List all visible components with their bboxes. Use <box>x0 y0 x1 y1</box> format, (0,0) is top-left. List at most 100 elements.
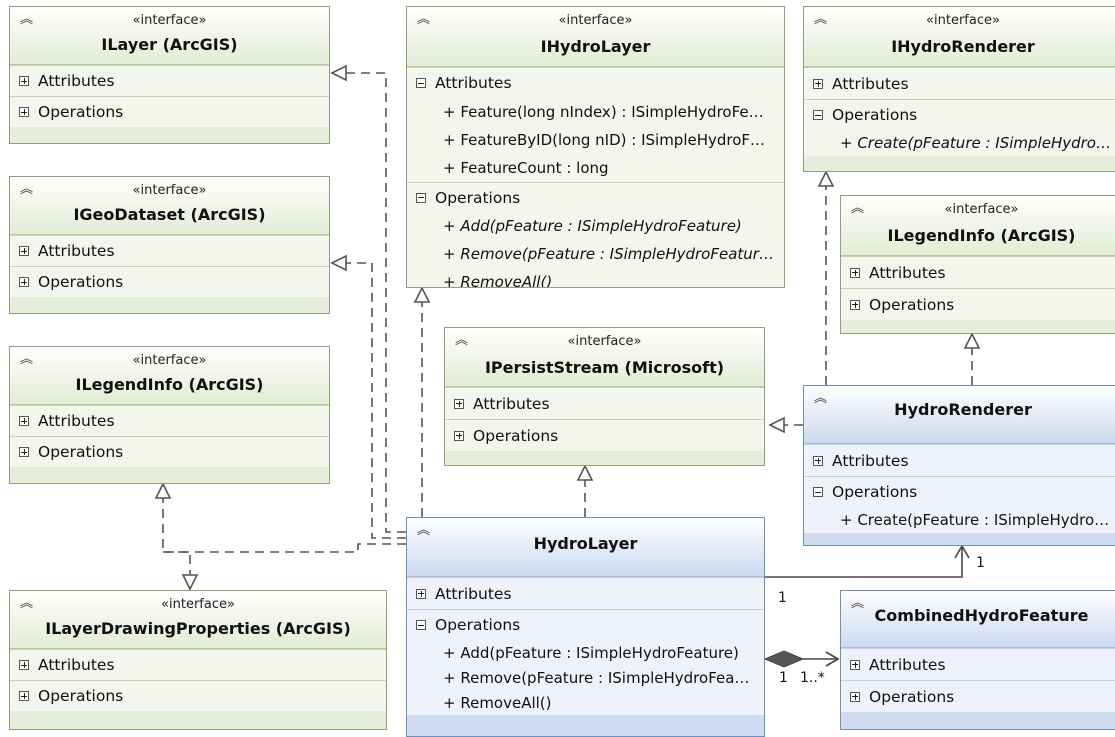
expand-icon[interactable] <box>19 691 29 701</box>
ilayerdrawing-class-box[interactable]: ︽ «interface» ILayerDrawingProperties (A… <box>9 590 387 730</box>
ihydrorenderer-class-box[interactable]: ︽ «interface» IHydroRenderer Attributes … <box>803 6 1115 172</box>
operation-removeall[interactable]: + RemoveAll() <box>443 693 552 712</box>
stereotype-label: «interface» <box>132 183 207 198</box>
operation-create[interactable]: + Create(pFeature : ISimpleHydro… <box>840 134 1111 152</box>
collapse-icon[interactable] <box>813 110 823 120</box>
operations-compartment[interactable]: Operations <box>841 680 1115 712</box>
association-layer-renderer <box>765 548 963 578</box>
attributes-compartment[interactable]: Attributes <box>10 405 329 436</box>
collapse-chevron-icon[interactable]: ︽ <box>814 391 828 406</box>
igeodataset-class-box[interactable]: ︽ «interface» IGeoDataset (ArcGIS) Attri… <box>9 176 330 314</box>
compartment-label: Operations <box>473 426 559 445</box>
collapse-chevron-icon[interactable]: ︽ <box>20 182 34 197</box>
stereotype-label: «interface» <box>944 202 1019 217</box>
expand-icon[interactable] <box>19 107 29 117</box>
operations-compartment[interactable]: Operations <box>10 266 329 297</box>
arrowhead-ilegendinfo-right <box>963 332 981 349</box>
operations-compartment[interactable]: Operations + Add(pFeature : ISimpleHydro… <box>407 609 764 715</box>
operation-add[interactable]: + Add(pFeature : ISimpleHydroFeature) <box>443 643 739 662</box>
attribute-featurebyid[interactable]: + FeatureByID(long nID) : ISimpleHydroF… <box>443 131 766 149</box>
attributes-compartment[interactable]: Attributes <box>445 387 764 419</box>
compartment-label: Operations <box>38 103 124 121</box>
collapse-chevron-icon[interactable]: ︽ <box>455 333 469 348</box>
class-title: ILayerDrawingProperties (ArcGIS) <box>45 619 351 638</box>
compartment-label: Attributes <box>473 394 550 413</box>
multiplicity-layer-end: 1 <box>778 590 787 606</box>
multiplicity-composition-source: 1 <box>779 670 788 686</box>
expand-icon[interactable] <box>19 447 29 457</box>
attribute-featurecount[interactable]: + FeatureCount : long <box>443 159 609 177</box>
class-header: ︽ «interface» ILayerDrawingProperties (A… <box>10 591 386 649</box>
hydrolayer-class-box[interactable]: ︽ HydroLayer Attributes Operations + Add… <box>406 517 765 737</box>
operation-removeall[interactable]: + RemoveAll() <box>443 273 553 288</box>
collapse-chevron-icon[interactable]: ︽ <box>20 596 34 611</box>
ilayer-class-box[interactable]: ︽ «interface» ILayer (ArcGIS) Attributes… <box>9 6 330 144</box>
expand-icon[interactable] <box>19 416 29 426</box>
attributes-compartment[interactable]: Attributes <box>804 444 1115 476</box>
expand-icon[interactable] <box>19 660 29 670</box>
arrowhead-igeodataset <box>330 254 347 272</box>
expand-icon[interactable] <box>850 691 860 702</box>
collapse-chevron-icon[interactable]: ︽ <box>20 12 34 27</box>
compartment-label: Attributes <box>38 412 115 430</box>
attributes-compartment[interactable]: Attributes <box>841 648 1115 680</box>
expand-icon[interactable] <box>19 76 29 86</box>
collapse-chevron-icon[interactable]: ︽ <box>851 201 865 216</box>
compartment-label: Operations <box>38 273 124 291</box>
operations-compartment[interactable]: Operations + Create(pFeature : ISimpleHy… <box>804 476 1115 533</box>
operations-compartment[interactable]: Operations <box>10 96 329 127</box>
attributes-compartment[interactable]: Attributes <box>10 649 386 680</box>
expand-icon[interactable] <box>813 78 823 89</box>
operation-add[interactable]: + Add(pFeature : ISimpleHydroFeature) <box>443 217 742 235</box>
expand-icon[interactable] <box>454 398 464 409</box>
ilegendinfo-right-class-box[interactable]: ︽ «interface» ILegendInfo (ArcGIS) Attri… <box>840 195 1115 334</box>
class-title: HydroRenderer <box>894 400 1032 419</box>
operations-compartment[interactable]: Operations <box>841 288 1115 320</box>
collapse-icon[interactable] <box>416 78 426 88</box>
compartment-label: Operations <box>869 295 955 314</box>
stereotype-label: «interface» <box>926 13 1000 28</box>
collapse-chevron-icon[interactable]: ︽ <box>20 352 34 367</box>
class-title: IGeoDataset (ArcGIS) <box>73 205 266 224</box>
operations-compartment[interactable]: Operations <box>10 680 386 711</box>
collapse-chevron-icon[interactable]: ︽ <box>851 596 865 611</box>
operations-compartment[interactable]: Operations + Add(pFeature : ISimpleHydro… <box>407 182 784 288</box>
expand-icon[interactable] <box>19 246 29 256</box>
attributes-compartment[interactable]: Attributes <box>10 65 329 96</box>
realization-to-igeodataset <box>346 262 406 539</box>
collapse-chevron-icon[interactable]: ︽ <box>417 523 431 538</box>
operation-remove[interactable]: + Remove(pFeature : ISimpleHydroFea… <box>443 668 750 687</box>
expand-icon[interactable] <box>19 277 29 287</box>
attributes-compartment[interactable]: Attributes <box>10 235 329 266</box>
attributes-compartment[interactable]: Attributes <box>407 577 764 609</box>
attributes-compartment[interactable]: Attributes + Feature(long nIndex) : ISim… <box>407 67 784 182</box>
combinedhydrofeature-class-box[interactable]: ︽ CombinedHydroFeature Attributes Operat… <box>840 590 1115 730</box>
operations-compartment[interactable]: Operations + Create(pFeature : ISimpleHy… <box>804 99 1115 156</box>
expand-icon[interactable] <box>850 659 860 670</box>
ipersiststream-class-box[interactable]: ︽ «interface» IPersistStream (Microsoft)… <box>444 327 765 466</box>
realization-to-ilayer <box>346 72 406 533</box>
attributes-compartment[interactable]: Attributes <box>804 67 1115 99</box>
expand-icon[interactable] <box>850 267 860 278</box>
collapse-icon[interactable] <box>813 487 823 497</box>
expand-icon[interactable] <box>416 588 426 599</box>
collapse-chevron-icon[interactable]: ︽ <box>417 12 431 27</box>
hydrorenderer-class-box[interactable]: ︽ HydroRenderer Attributes Operations + … <box>803 385 1115 546</box>
collapse-chevron-icon[interactable]: ︽ <box>814 12 828 27</box>
class-header: ︽ «interface» ILegendInfo (ArcGIS) <box>10 347 329 405</box>
operations-compartment[interactable]: Operations <box>445 419 764 451</box>
expand-icon[interactable] <box>850 299 860 310</box>
compartment-label: Operations <box>435 616 521 634</box>
expand-icon[interactable] <box>813 455 823 466</box>
operations-compartment[interactable]: Operations <box>10 436 329 467</box>
ihydrolayer-class-box[interactable]: ︽ «interface» IHydroLayer Attributes + F… <box>406 6 785 288</box>
operation-create[interactable]: + Create(pFeature : ISimpleHydro… <box>840 511 1110 529</box>
collapse-icon[interactable] <box>416 620 426 630</box>
operation-remove[interactable]: + Remove(pFeature : ISimpleHydroFeatur… <box>443 245 774 263</box>
arrowhead-ihydrolayer <box>413 286 431 303</box>
attributes-compartment[interactable]: Attributes <box>841 256 1115 288</box>
collapse-icon[interactable] <box>416 192 426 203</box>
expand-icon[interactable] <box>454 430 464 441</box>
ilegendinfo-left-class-box[interactable]: ︽ «interface» ILegendInfo (ArcGIS) Attri… <box>9 346 330 484</box>
attribute-feature[interactable]: + Feature(long nIndex) : ISimpleHydroFe… <box>443 103 764 121</box>
